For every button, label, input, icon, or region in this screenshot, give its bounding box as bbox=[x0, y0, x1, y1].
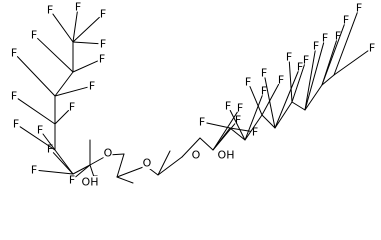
label-background bbox=[103, 147, 113, 159]
fluorine-atom: F bbox=[335, 30, 341, 43]
fluorine-atom: F bbox=[322, 32, 328, 45]
carbon-fluorine-bond bbox=[89, 164, 94, 176]
bond bbox=[157, 150, 171, 176]
ether-oxygen-3: O bbox=[192, 149, 201, 162]
fluorine-atom: F bbox=[237, 102, 243, 115]
fluorine-atom: F bbox=[356, 2, 362, 15]
bond bbox=[261, 114, 276, 129]
carbon-fluorine-bond bbox=[17, 98, 56, 125]
carbon-fluorine-bond bbox=[264, 77, 276, 129]
fluorine-atom: F bbox=[13, 118, 19, 131]
carbon-fluorine-bond bbox=[333, 50, 369, 76]
bond bbox=[116, 176, 134, 184]
fluorine-atom: F bbox=[261, 85, 267, 98]
carbon-fluorine-bond bbox=[72, 11, 78, 43]
carbon-fluorine-bond bbox=[261, 83, 280, 116]
ether-oxygen-2: O bbox=[143, 157, 152, 170]
fluorine-atom: F bbox=[11, 47, 17, 60]
bond bbox=[54, 149, 74, 175]
carbon-fluorine-bond bbox=[321, 24, 345, 86]
fluorine-atom: F bbox=[31, 29, 37, 42]
label-background bbox=[142, 157, 152, 169]
fluorine-atom: F bbox=[100, 8, 106, 21]
carbon-fluorine-bond bbox=[54, 110, 69, 125]
carbon-fluorine-bond bbox=[304, 42, 325, 111]
carbon-fluorine-bond bbox=[304, 50, 316, 111]
carbon-fluorine-bond bbox=[212, 111, 238, 151]
hydroxyl-group-left: OH bbox=[82, 176, 99, 189]
fluorine-atom: F bbox=[313, 40, 319, 53]
chemical-structure-diagram: FFFFFFFFFFFFFFFFFFFFFFFFFFFFFFFFFFOOOOHO… bbox=[11, 1, 375, 189]
fluorine-atom: F bbox=[11, 90, 17, 103]
bond bbox=[291, 101, 306, 111]
bond-layer bbox=[16, 11, 369, 184]
carbon-fluorine-bond bbox=[72, 16, 100, 43]
carbon-fluorine-bond bbox=[333, 12, 358, 76]
bond bbox=[116, 153, 125, 178]
fluorine-atom: F bbox=[261, 67, 267, 80]
bond bbox=[229, 127, 246, 141]
bond bbox=[181, 137, 201, 158]
fluorine-atom: F bbox=[286, 51, 292, 64]
fluorine-atom: F bbox=[303, 54, 309, 67]
fluorine-atom: F bbox=[89, 80, 95, 93]
label-background bbox=[191, 149, 201, 161]
hydroxyl-group-right: OH bbox=[218, 149, 235, 162]
carbon-fluorine-bond bbox=[52, 152, 74, 175]
bond bbox=[72, 164, 91, 175]
fluorine-atom: F bbox=[47, 4, 53, 17]
carbon-fluorine-bond bbox=[244, 95, 263, 141]
bond bbox=[157, 156, 183, 176]
fluorine-atom: F bbox=[297, 61, 303, 74]
carbon-fluorine-bond bbox=[291, 64, 305, 103]
fluorine-atom: F bbox=[235, 114, 241, 127]
fluorine-atom: F bbox=[69, 174, 75, 187]
bond bbox=[304, 84, 323, 111]
label-background bbox=[82, 176, 98, 188]
carbon-fluorine-bond bbox=[52, 13, 74, 43]
carbon-fluorine-bond bbox=[274, 71, 299, 129]
bond bbox=[199, 137, 214, 151]
fluorine-atom: F bbox=[69, 101, 75, 114]
carbon-fluorine-bond bbox=[19, 126, 56, 151]
carbon-fluorine-bond bbox=[38, 170, 74, 175]
ether-oxygen-1: O bbox=[104, 147, 113, 160]
carbon-fluorine-bond bbox=[75, 164, 91, 178]
fluorine-atom: F bbox=[99, 53, 105, 66]
fluorine-atom: F bbox=[31, 164, 37, 177]
carbon-fluorine-bond bbox=[288, 61, 293, 103]
carbon-fluorine-bond bbox=[206, 122, 231, 129]
carbon-fluorine-bond bbox=[37, 37, 74, 73]
carbon-fluorine-bond bbox=[72, 60, 98, 73]
carbon-fluorine-bond bbox=[54, 86, 88, 97]
bond bbox=[321, 74, 335, 86]
bond bbox=[274, 101, 293, 129]
carbon-fluorine-bond bbox=[249, 86, 263, 116]
fluorine-atom: F bbox=[343, 14, 349, 27]
bond bbox=[54, 71, 74, 97]
label-background bbox=[218, 149, 234, 161]
fluorine-atom: F bbox=[199, 116, 205, 129]
atom-label-layer: FFFFFFFFFFFFFFFFFFFFFFFFFFFFFFFFFFOOOOHO… bbox=[11, 1, 375, 189]
carbon-fluorine-bond bbox=[42, 133, 56, 151]
fluorine-atom: F bbox=[245, 76, 251, 89]
fluorine-atom: F bbox=[369, 42, 375, 55]
fluorine-atom: F bbox=[75, 1, 81, 14]
carbon-fluorine-bond bbox=[72, 41, 99, 45]
carbon-fluorine-bond bbox=[16, 56, 56, 97]
fluorine-atom: F bbox=[225, 100, 231, 113]
bond bbox=[244, 114, 263, 141]
fluorine-atom: F bbox=[47, 143, 53, 156]
fluorine-atom: F bbox=[278, 74, 284, 87]
fluorine-atom: F bbox=[252, 126, 258, 139]
fluorine-atom: F bbox=[100, 38, 106, 51]
bond bbox=[116, 165, 147, 178]
carbon-fluorine-bond bbox=[229, 109, 246, 141]
fluorine-atom: F bbox=[37, 124, 43, 137]
